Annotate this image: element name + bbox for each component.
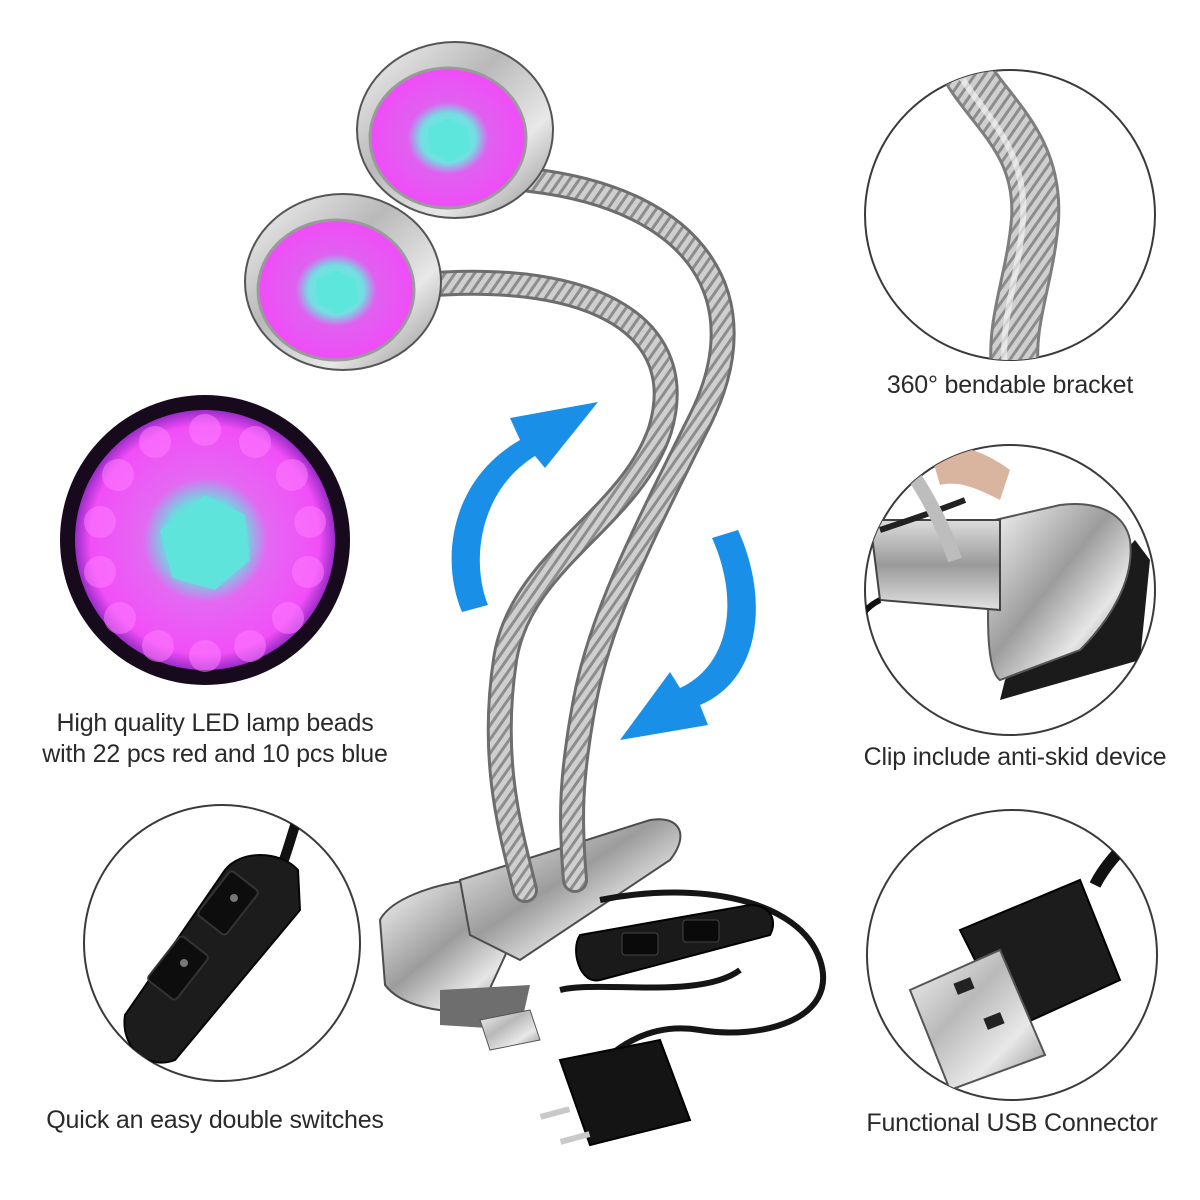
gooseneck-detail-image (864, 69, 1156, 361)
lamp-head (356, 41, 554, 219)
switch-detail-image (83, 804, 361, 1082)
cable-and-adapter (479, 889, 826, 1147)
caption-led-beads-line1: High quality LED lamp beads (56, 709, 374, 737)
caption-clip: Clip include anti-skid device (863, 743, 1167, 771)
caption-switches: Quick an easy double switches (46, 1106, 384, 1134)
gooseneck-arm (407, 167, 736, 903)
rotate-arrow-icon (451, 402, 598, 612)
rotate-arrow-icon (620, 530, 756, 740)
caption-usb-connector: Functional USB Connector (866, 1109, 1158, 1137)
usb-plug-image (866, 809, 1158, 1101)
clip-detail-image (864, 444, 1156, 736)
caption-led-beads-line2: with 22 pcs red and 10 pcs blue (42, 740, 388, 768)
lamp-head (244, 193, 442, 371)
caption-bendable-bracket: 360° bendable bracket (886, 371, 1134, 399)
led-closeup-image (60, 395, 350, 685)
caption-led-beads: High quality LED lamp beads with 22 pcs … (20, 708, 410, 770)
